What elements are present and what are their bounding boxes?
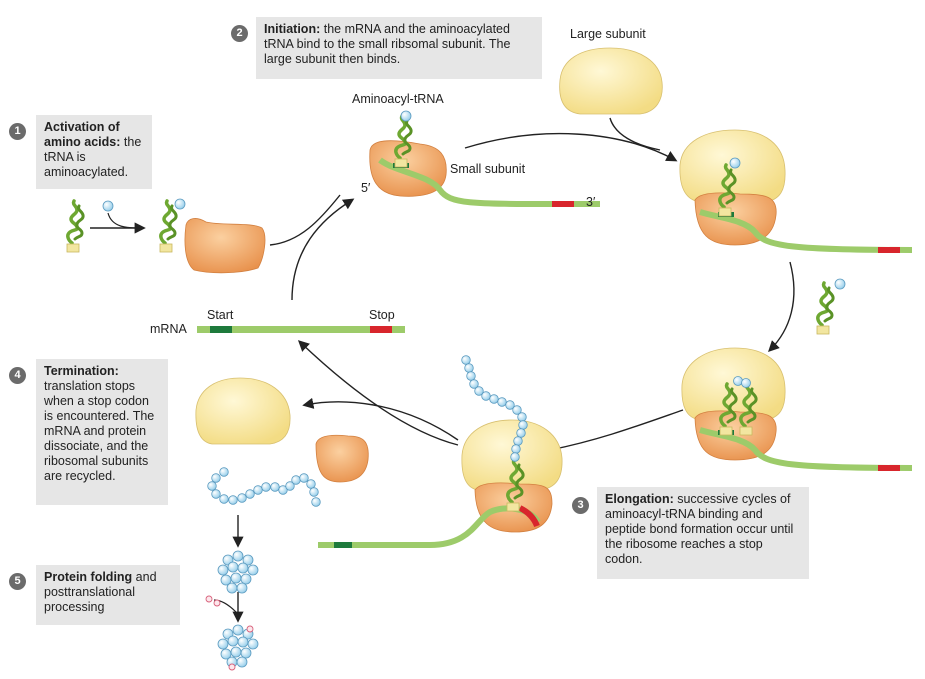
mrna-label: mRNA [150,322,187,336]
ribosome-2-stop-codon [878,465,900,471]
arrow-to-released-subunits [302,397,459,441]
stop-codon [370,326,392,333]
ribosome-1-stop-codon [878,247,900,253]
ribosome-2-peptide-bead-2 [741,378,751,388]
ribosome-2-large-subunit [681,347,786,421]
step-3-title: Elongation: [605,492,674,506]
step-1-text: the tRNA is aminoacylated. [44,135,142,179]
step-1-box: Activation of amino acids: the tRNA is a… [36,115,152,189]
mrna-strand [197,326,405,333]
step-4-number: 4 [9,367,26,384]
step-3-text: successive cycles of aminoacyl-tRNA bind… [605,492,794,566]
ribosome-1-amino-acid [729,157,741,169]
step-4-text: translation stops when a stop codon is e… [44,379,155,483]
incoming-trna [815,281,835,336]
step-1-number: 1 [9,123,26,140]
ribosome-1-mrna [699,209,913,253]
stop-label: Stop [369,308,395,322]
ribosome-3-start-codon [334,542,352,548]
activation-arrow [269,194,341,246]
step-1-title: Activation of amino acids: [44,120,121,149]
step-2-box: Initiation: the mRNA and the aminoacylat… [256,17,542,79]
large-subunit-label: Large subunit [570,27,646,41]
small-subunit-label: Small subunit [450,162,526,176]
start-label: Start [207,308,234,322]
step-5-box: Protein folding and posttranslational pr… [36,565,180,625]
released-small-subunit [315,434,369,483]
step-5-text: and posttranslational processing [44,570,157,614]
free-large-subunit [559,47,663,115]
arrow-to-elongation [768,261,795,352]
cycle-arrow-to-initiation [291,198,355,301]
processed-protein [217,624,259,671]
released-large-subunit [195,377,291,445]
modification-group [213,599,221,607]
aminoacyl-trna-label: Aminoacyl-tRNA [352,92,444,106]
three-prime-label: 3′ [586,195,596,209]
step-4-title: Termination: [44,364,119,378]
ribosome-3-stop-codon [518,505,540,528]
step-5-number: 5 [9,573,26,590]
step-2-text: the mRNA and the aminoacylated tRNA bind… [264,22,511,66]
ribosome-2-mrna [699,427,913,471]
initiator-amino-acid [400,110,412,122]
attached-amino-acid [174,198,186,210]
incoming-amino-acid [834,278,846,290]
initiation-stop-codon [552,201,574,207]
folded-protein [217,550,259,594]
step-2-title: Initiation: [264,22,321,36]
step-3-box: Elongation: successive cycles of aminoac… [597,487,809,579]
step-2-number: 2 [231,25,248,42]
arrow-to-large-binding [464,132,678,162]
start-codon [210,326,232,333]
free-small-subunit [184,218,266,274]
initiation-mrna [378,157,600,207]
free-amino-acid [102,200,114,212]
trna-uncharged [65,199,85,254]
five-prime-label: 5′ [361,181,371,195]
growing-polypeptide [461,355,528,462]
step-5-title: Protein folding [44,570,133,584]
step-4-box: Termination: translation stops when a st… [36,359,168,505]
large-subunit-arrow [609,117,661,151]
ribosome-2-peptide-bead-1 [733,376,743,386]
modification-group [205,595,213,603]
released-polypeptide [207,467,321,507]
arrow-recycle-to-mrna [297,340,459,446]
amino-acid-join-arrow [107,212,141,229]
trna-charged [158,199,178,254]
arrow-to-termination-ribosome [547,409,684,454]
step-3-number: 3 [572,497,589,514]
